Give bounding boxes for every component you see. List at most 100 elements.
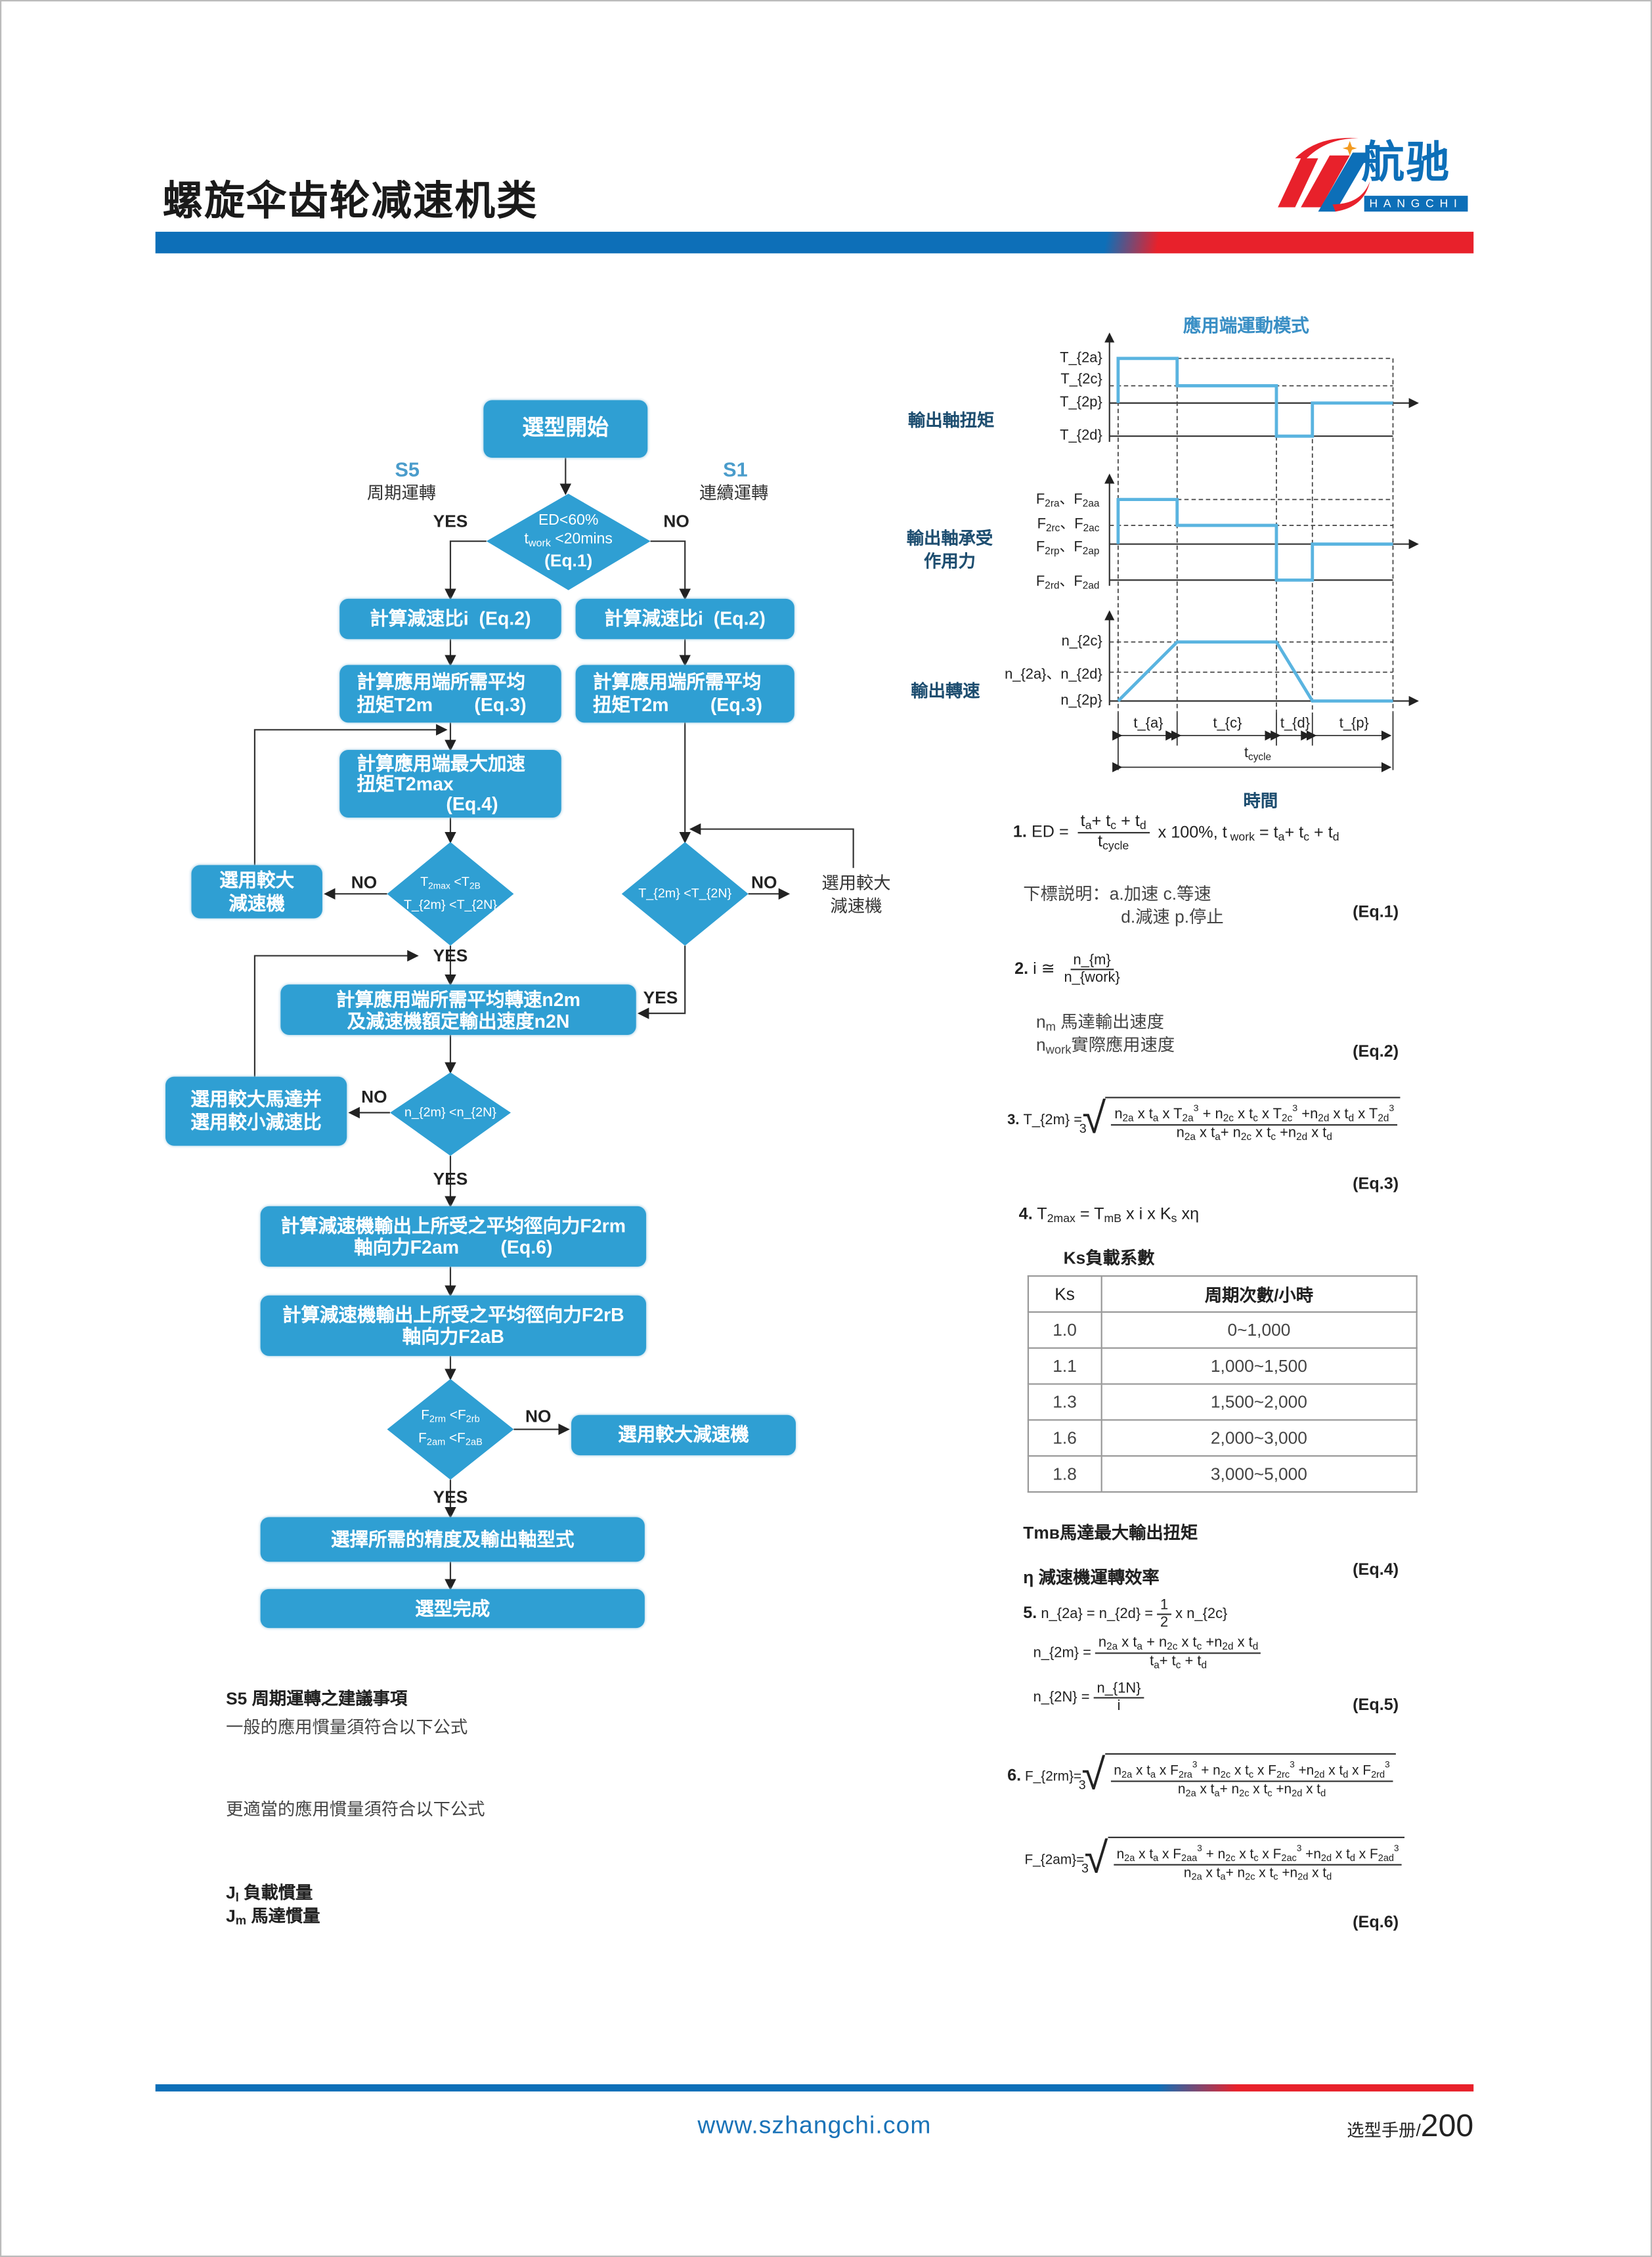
phase-label: t_{d} bbox=[1280, 716, 1311, 732]
level-label: T_{2a} bbox=[1060, 350, 1102, 366]
website-link[interactable]: www.szhangchi.com bbox=[697, 2111, 932, 2139]
flow-arrow bbox=[650, 540, 691, 601]
phase-label: t_{a} bbox=[1133, 716, 1163, 732]
fraction: n_{m}n_{work} bbox=[1064, 953, 1119, 986]
fraction: n_{1N}i bbox=[1094, 1681, 1144, 1715]
eq-lhs: T_{2m} = bbox=[1023, 1112, 1083, 1128]
numerator: n_{m} bbox=[1070, 953, 1114, 971]
denominator: n_{work} bbox=[1064, 970, 1120, 986]
denominator: n2a x ta+ n2c x tc +n2d x td bbox=[1183, 1865, 1332, 1883]
max-accel-torque-box: 計算應用端最大加速扭矩T2max(Eq.4) bbox=[339, 750, 561, 818]
decision-ed-text: ED<60% twork <20mins (Eq.1) bbox=[524, 512, 612, 571]
phase-label: t_{p} bbox=[1339, 716, 1369, 732]
numerator: 1 bbox=[1157, 1598, 1171, 1615]
level-label: n_{2a}、n_{2d} bbox=[1005, 667, 1102, 684]
eq5-tag: (Eq.5) bbox=[1353, 1697, 1399, 1715]
ks-cell: 1.8 bbox=[1027, 1455, 1102, 1493]
eq-number: 6. bbox=[1007, 1767, 1022, 1786]
footer-bar bbox=[155, 2084, 1474, 2092]
cycles-cell: 1,500~2,000 bbox=[1100, 1383, 1418, 1421]
cycle-label: tcycle bbox=[1244, 745, 1272, 763]
flow-arrow bbox=[253, 724, 448, 866]
logo-mark-icon bbox=[1278, 137, 1370, 212]
logo-text-en: HANGCHI bbox=[1364, 196, 1468, 212]
eq3-tag: (Eq.3) bbox=[1353, 1175, 1399, 1194]
eq2-tag: (Eq.2) bbox=[1353, 1043, 1399, 1061]
ks-cell: 1.1 bbox=[1027, 1347, 1102, 1385]
speed-axis-label: 輸出轉速 bbox=[911, 680, 980, 701]
eq-lhs: F_{2am}= bbox=[1024, 1851, 1085, 1868]
general-inertia-note: 一般的應用慣量須符合以下公式 bbox=[226, 1717, 468, 1738]
box-label: 選用較小減速比 bbox=[190, 1111, 322, 1133]
eq-lhs: n_{2m} = bbox=[1033, 1645, 1091, 1661]
level-label: n_{2p} bbox=[1060, 693, 1102, 709]
ratio-box-left: 計算減速比i (Eq.2) bbox=[339, 598, 561, 640]
box-label: 計算減速比i (Eq.2) bbox=[370, 607, 531, 629]
level-label: T_{2c} bbox=[1060, 372, 1102, 388]
numerator: n_{1N} bbox=[1094, 1681, 1144, 1699]
bigger-reducer-box: 選用較大減速機 bbox=[191, 865, 322, 919]
numerator: n2a x ta x F2aa3 + n2c x tc x F2ac3 +n2d… bbox=[1114, 1844, 1402, 1866]
denominator: ta+ tc + td bbox=[1150, 1654, 1207, 1671]
timing-diagram bbox=[1104, 332, 1419, 772]
flow-arrow bbox=[445, 540, 487, 601]
torque-axis-label: 輸出軸扭矩 bbox=[907, 410, 995, 431]
box-label: 減速機 bbox=[228, 891, 285, 913]
root-index: 3 bbox=[1081, 1861, 1089, 1876]
level-label: T_{2d} bbox=[1060, 428, 1102, 445]
decision-line: T2max <T2B bbox=[420, 874, 481, 892]
root-index: 3 bbox=[1079, 1121, 1087, 1136]
flow-arrow bbox=[253, 950, 419, 1077]
subscript-note: d.減速 p.停止 bbox=[1121, 906, 1224, 927]
denominator: tcycle bbox=[1098, 833, 1129, 852]
no-label: NO bbox=[663, 511, 689, 531]
decision-line: ED<60% bbox=[538, 512, 599, 529]
subscript-note: 下標説明：a.加速 c.等速 bbox=[1023, 883, 1211, 904]
cycles-cell: 3,000~5,000 bbox=[1100, 1455, 1418, 1493]
column-header: Ks bbox=[1027, 1275, 1102, 1313]
eq-lhs: ED = bbox=[1031, 823, 1069, 842]
header-bar bbox=[155, 231, 1474, 253]
force-profile-line bbox=[1116, 498, 1393, 582]
eq-number: 2. bbox=[1014, 961, 1029, 978]
flow-arrow bbox=[689, 823, 854, 868]
eq-lhs: n_{2a} = n_{2d} = bbox=[1041, 1606, 1154, 1623]
avg-torque-box-right: 計算應用端所需平均扭矩T2m (Eq.3) bbox=[575, 665, 794, 723]
box-label: 扭矩T2m (Eq.3) bbox=[357, 693, 527, 716]
box-label: 計算應用端所需平均轉速n2m bbox=[336, 988, 581, 1010]
phase-label: t_{c} bbox=[1213, 716, 1242, 732]
ks-cell: 1.6 bbox=[1027, 1419, 1102, 1457]
decision-line: F2rm <F2rb bbox=[421, 1407, 480, 1426]
logo-text-cn: 航驰 bbox=[1361, 139, 1451, 187]
load-inertia-note: Jl 負載慣量 bbox=[226, 1883, 313, 1904]
box-label: 扭矩T2max bbox=[357, 772, 454, 794]
box-label: 計算減速比i (Eq.2) bbox=[604, 607, 766, 629]
numerator: ta+ tc + td bbox=[1077, 813, 1150, 834]
avg-torque-box-left: 計算應用端所需平均扭矩T2m (Eq.3) bbox=[339, 665, 561, 723]
s5-code: S5 bbox=[395, 458, 420, 481]
nwork-note: nwork實際應用速度 bbox=[1035, 1035, 1175, 1057]
decision-diamond-ed bbox=[486, 493, 651, 590]
eq-number: 1. bbox=[1012, 823, 1027, 842]
box-label: 選用較大馬達并 bbox=[190, 1088, 322, 1110]
denominator: i bbox=[1117, 1698, 1121, 1715]
level-label: F2ra、F2aa bbox=[1035, 492, 1100, 510]
level-label: T_{2p} bbox=[1060, 395, 1102, 411]
ratio-box-right: 計算減速比i (Eq.2) bbox=[575, 598, 794, 640]
yes-label: YES bbox=[433, 946, 468, 966]
no-label: NO bbox=[751, 872, 777, 893]
